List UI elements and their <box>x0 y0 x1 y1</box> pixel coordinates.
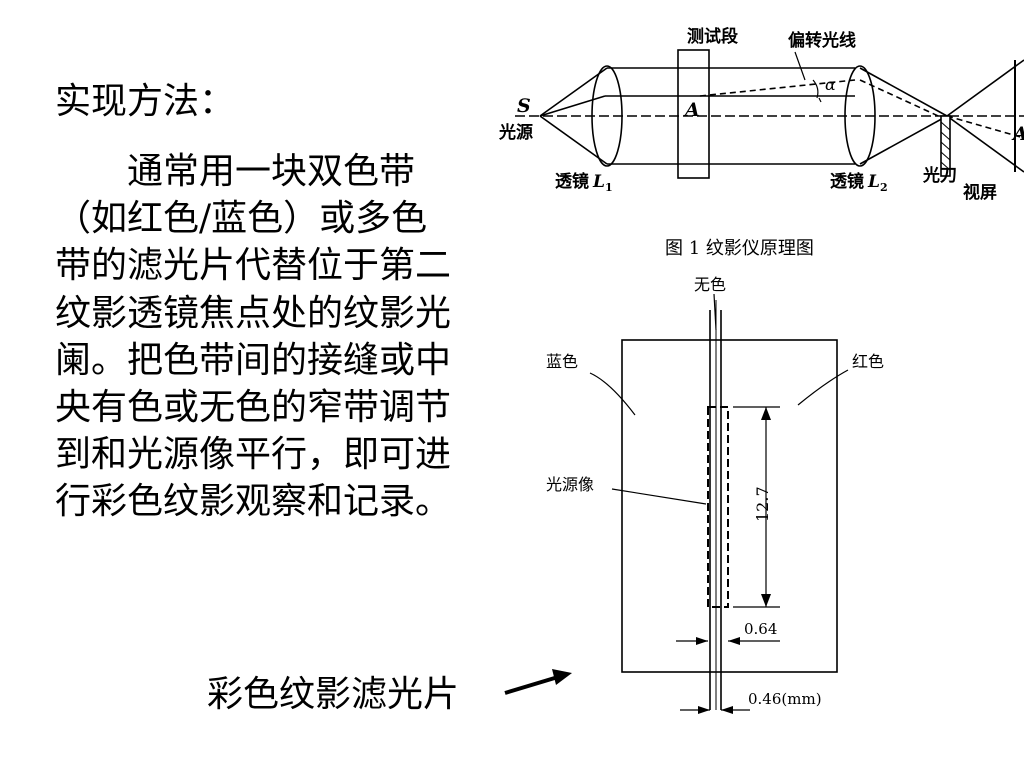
red-label: 红色 <box>852 352 884 371</box>
filter-arrow <box>504 669 572 695</box>
lens-1 <box>591 65 623 167</box>
deflected-ray-2 <box>859 79 948 121</box>
deflected-ray-label: 偏转光线 <box>788 30 856 51</box>
ray <box>946 115 1024 139</box>
slide-body-text: 通常用一块双色带（如红色/蓝色）或多色带的滤光片代替位于第二纹影透镜焦点处的纹影… <box>55 151 452 523</box>
lens2-label: 透镜 <box>830 171 864 192</box>
height-dimension-label: 12.7 <box>753 486 772 522</box>
filter-caption: 彩色纹影滤光片 <box>207 674 460 715</box>
source-label: 光源 <box>498 122 533 143</box>
gap-dimension-label: 0.46(mm) <box>748 690 822 708</box>
filter-plate <box>621 339 838 673</box>
ray <box>859 67 948 117</box>
knife-label: 光刀 <box>922 165 957 186</box>
point-a: A <box>683 99 700 121</box>
lens-2 <box>844 65 876 167</box>
deflected-ray <box>699 79 856 97</box>
colorless-label: 无色 <box>694 275 726 294</box>
ray <box>539 115 608 165</box>
test-section <box>677 49 710 179</box>
ray <box>859 115 948 165</box>
lens1-label: 透镜 <box>555 171 589 192</box>
ray <box>946 115 1024 173</box>
width-dimension-label: 0.64 <box>744 620 777 638</box>
filter-diagram: 无色 蓝色 红色 光源像 12.7 0.64 0.46(mm) <box>546 275 884 714</box>
source-letter: S <box>517 95 531 117</box>
ray <box>946 59 1024 117</box>
source-image <box>707 406 729 608</box>
slide-title: 实现方法： <box>55 81 236 122</box>
screen-label: 视屏 <box>963 182 997 203</box>
source-image-label: 光源像 <box>546 475 594 494</box>
test-section-label: 测试段 <box>687 26 738 47</box>
alpha-label: α <box>825 75 836 94</box>
ray <box>539 95 606 117</box>
blue-label: 蓝色 <box>546 352 578 371</box>
figure1-caption: 图 1 纹影仪原理图 <box>665 238 814 259</box>
ray <box>539 67 608 117</box>
point-a-prime: A' <box>1011 123 1024 145</box>
